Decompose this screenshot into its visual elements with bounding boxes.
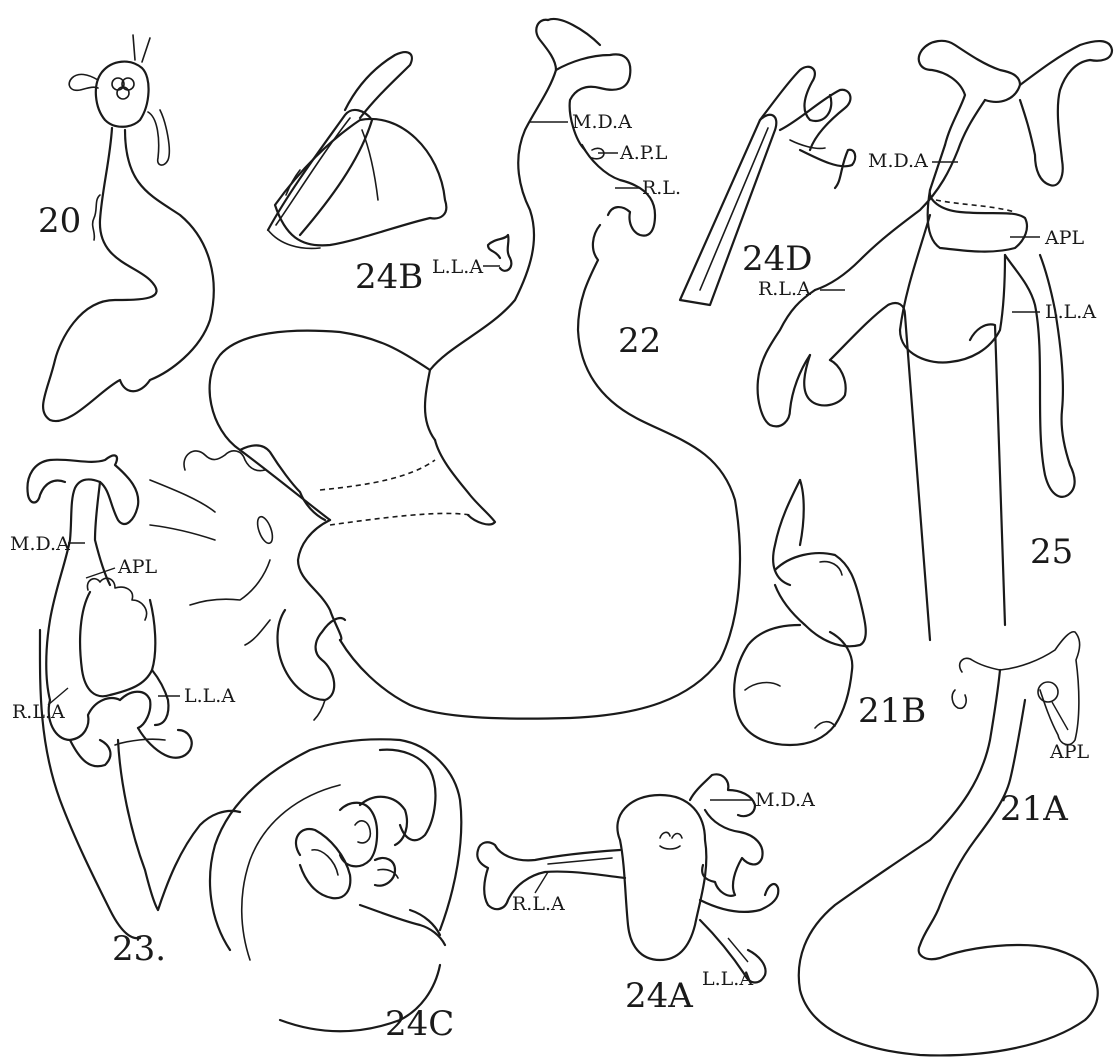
figure-24b-drawing: [268, 52, 446, 248]
label-21a-apl: APL: [1049, 741, 1090, 763]
leader-23-apl: [86, 568, 115, 578]
label-25-rla: R.L.A: [758, 278, 811, 300]
figure-25-number: 25: [1030, 532, 1073, 572]
figure-24c-number: 24C: [385, 1004, 454, 1044]
label-22-lla: L.L.A: [432, 256, 483, 278]
label-24a-mda: M.D.A: [755, 789, 815, 811]
figure-20-number: 20: [38, 201, 81, 241]
label-23-mda: M.D.A: [10, 533, 70, 555]
label-22-rl: R.L.: [642, 177, 681, 199]
figure-22-drawing: [150, 19, 740, 720]
figure-21a-number: 21A: [1000, 789, 1068, 829]
figure-24d-number: 24D: [742, 239, 813, 279]
label-24a-lla: L.L.A: [702, 968, 753, 990]
label-25-mda: M.D.A: [868, 150, 928, 172]
label-23-rla: R.L.A: [12, 701, 65, 723]
figure-24c-drawing: [210, 739, 461, 1031]
figure-23-number: 23.: [112, 929, 166, 969]
figure-24b-number: 24B: [355, 257, 423, 297]
label-25-apl: APL: [1044, 227, 1085, 249]
label-25-lla: L.L.A: [1045, 301, 1096, 323]
label-22-apl: A.P.L: [619, 142, 668, 164]
leader-24a-lla: [728, 938, 748, 962]
figure-21a-drawing: [799, 632, 1098, 1056]
label-22-mda: M.D.A: [572, 111, 632, 133]
figure-21b-number: 21B: [858, 691, 926, 731]
label-24a-rla: R.L.A: [512, 893, 565, 915]
label-23-lla: L.L.A: [184, 685, 235, 707]
figure-24a-number: 24A: [625, 976, 693, 1016]
figure-21b-drawing: [734, 480, 866, 745]
figure-22-number: 22: [618, 321, 661, 361]
label-23-apl: APL: [117, 556, 158, 578]
figure-24a-drawing: [477, 774, 778, 982]
